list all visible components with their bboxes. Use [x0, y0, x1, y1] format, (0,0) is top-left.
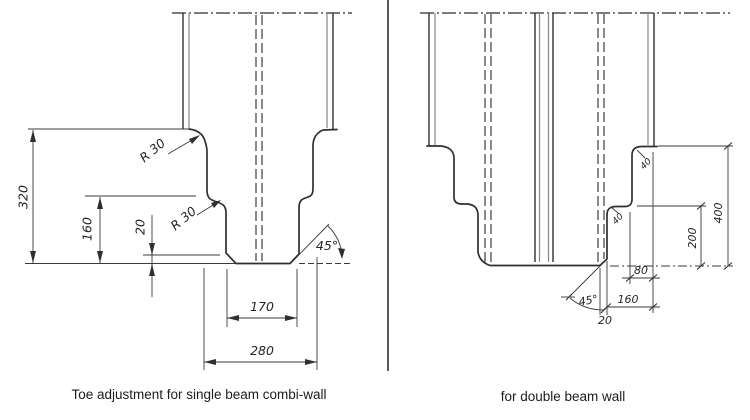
dim-80-label: 80: [634, 264, 648, 277]
dimension-160-right: 160: [602, 293, 660, 311]
dim-20-right-label: 20: [598, 314, 612, 327]
dimension-80: 80: [622, 152, 660, 313]
right-drawing: 400 200 80 160: [420, 12, 733, 404]
radius-r30-lower-label: R 30: [168, 203, 200, 233]
radius-40-upper: 40: [636, 149, 654, 172]
left-beam-flange-lines: [182, 13, 334, 129]
radius-40-lower: 40: [610, 206, 626, 227]
dimension-200: 200: [637, 202, 706, 270]
angle-45-annotation-right: 45°: [561, 264, 608, 314]
dimension-280: 280: [203, 257, 318, 370]
radius-40-upper-label: 40: [639, 157, 654, 172]
dimension-20-right: 20: [598, 261, 612, 327]
dim-320-label: 320: [16, 185, 31, 209]
angle-45-left-label: 45°: [316, 238, 338, 253]
dimension-320: 320: [16, 128, 237, 264]
radius-r30-lower: R 30: [168, 200, 221, 233]
single-beam-toe-profile: [188, 128, 338, 265]
left-caption: Toe adjustment for single beam combi-wal…: [71, 387, 326, 402]
left-drawing: 320 160 20 170: [16, 12, 352, 402]
double-beam-toe-profile: [426, 145, 658, 267]
dim-280-label: 280: [250, 343, 274, 358]
dimension-400: 400: [610, 142, 733, 270]
dimension-20: 20: [133, 215, 220, 297]
right-beam-flange-lines: [428, 13, 655, 262]
dimension-170: 170: [226, 269, 298, 327]
right-beam-centerlines: [484, 14, 605, 264]
dim-20-label: 20: [133, 219, 148, 235]
left-beam-centerlines: [255, 15, 263, 261]
dim-160-right-label: 160: [618, 293, 639, 306]
dim-400-label: 400: [712, 203, 725, 224]
angle-45-annotation-left: 45°: [290, 223, 350, 264]
right-caption: for double beam wall: [501, 389, 626, 404]
dim-170-label: 170: [250, 299, 274, 314]
dim-160-label: 160: [80, 217, 95, 241]
dimension-160: 160: [80, 195, 196, 263]
radius-40-lower-label: 40: [611, 212, 626, 227]
radius-r30-upper-label: R 30: [137, 135, 169, 165]
angle-45-right-label: 45°: [578, 292, 599, 308]
dim-200-label: 200: [686, 228, 699, 249]
radius-r30-upper: R 30: [137, 135, 200, 165]
